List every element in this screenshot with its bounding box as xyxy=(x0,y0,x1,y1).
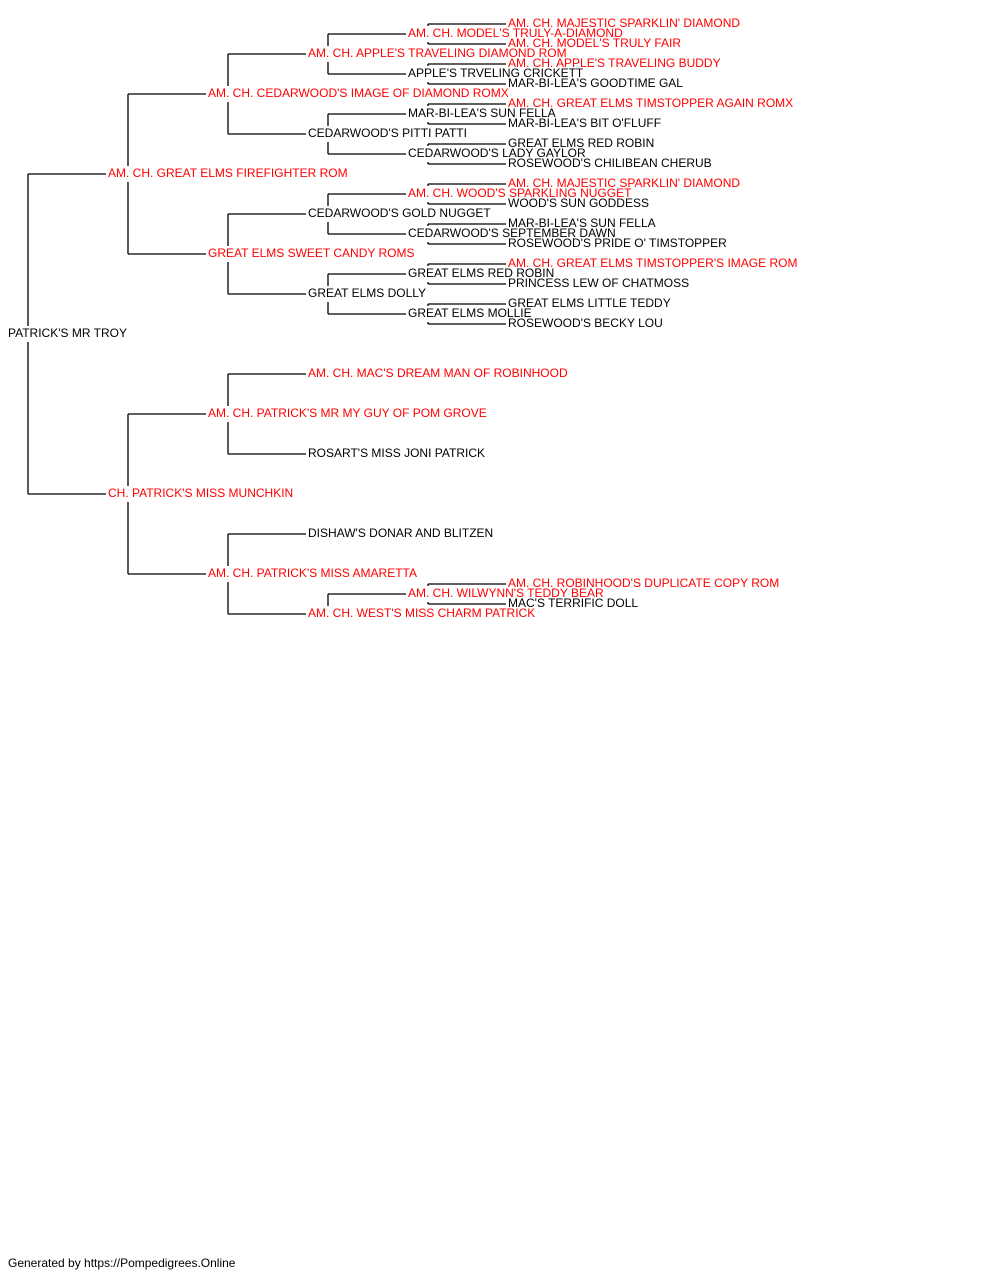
ancestor-name-gen5: AM. CH. GREAT ELMS TIMSTOPPER'S IMAGE RO… xyxy=(508,256,797,270)
ancestor-name-gen5: MAR-BI-LEA'S BIT O'FLUFF xyxy=(508,116,661,130)
ancestor-name-gen3: AM. CH. WEST'S MISS CHARM PATRICK xyxy=(308,606,535,620)
ancestor-name-gen2: GREAT ELMS SWEET CANDY ROMS xyxy=(208,246,414,260)
subject-name: PATRICK'S MR TROY xyxy=(8,326,127,340)
pedigree-names: PATRICK'S MR TROY AM. CH. GREAT ELMS FIRE… xyxy=(8,16,797,620)
ancestor-name-gen4: AM. CH. WILWYNN'S TEDDY BEAR xyxy=(408,586,604,600)
ancestor-name-gen4: CEDARWOOD'S SEPTEMBER DAWN xyxy=(408,226,616,240)
ancestor-name-gen1: CH. PATRICK'S MISS MUNCHKIN xyxy=(108,486,293,500)
ancestor-name-gen5: ROSEWOOD'S BECKY LOU xyxy=(508,316,663,330)
ancestor-name-gen3: CEDARWOOD'S PITTI PATTI xyxy=(308,126,467,140)
ancestor-name-gen2: AM. CH. PATRICK'S MISS AMARETTA xyxy=(208,566,417,580)
ancestor-name-gen5: MAR-BI-LEA'S GOODTIME GAL xyxy=(508,76,683,90)
ancestor-name-gen4: CEDARWOOD'S LADY GAYLOR xyxy=(408,146,586,160)
ancestor-name-gen5: WOOD'S SUN GODDESS xyxy=(508,196,649,210)
ancestor-name-gen3: AM. CH. APPLE'S TRAVELING DIAMOND ROM xyxy=(308,46,567,60)
ancestor-name-gen3: GREAT ELMS DOLLY xyxy=(308,286,426,300)
ancestor-name-gen5: MAR-BI-LEA'S SUN FELLA xyxy=(508,216,656,230)
ancestor-name-gen4: AM. CH. MODEL'S TRULY-A-DIAMOND xyxy=(408,26,623,40)
ancestor-name-gen2: AM. CH. CEDARWOOD'S IMAGE OF DIAMOND ROM… xyxy=(208,86,509,100)
ancestor-name-gen5: AM. CH. APPLE'S TRAVELING BUDDY xyxy=(508,56,721,70)
ancestor-name-gen4: GREAT ELMS MOLLIE xyxy=(408,306,532,320)
ancestor-name-gen4: APPLE'S TRVELING CRICKETT xyxy=(408,66,584,80)
ancestor-name-gen5: AM. CH. MAJESTIC SPARKLIN' DIAMOND xyxy=(508,176,740,190)
ancestor-name-gen5: GREAT ELMS RED ROBIN xyxy=(508,136,654,150)
ancestor-name-gen5: AM. CH. GREAT ELMS TIMSTOPPER AGAIN ROMX xyxy=(508,96,793,110)
ancestor-name-gen5: MAC'S TERRIFIC DOLL xyxy=(508,596,638,610)
ancestor-name-gen4: AM. CH. WOOD'S SPARKLING NUGGET xyxy=(408,186,632,200)
ancestor-name-gen3: AM. CH. MAC'S DREAM MAN OF ROBINHOOD xyxy=(308,366,568,380)
ancestor-name-gen5: AM. CH. ROBINHOOD'S DUPLICATE COPY ROM xyxy=(508,576,779,590)
footer-credit: Generated by https://Pompedigrees.Online xyxy=(8,1256,236,1270)
ancestor-name-gen3: ROSART'S MISS JONI PATRICK xyxy=(308,446,485,460)
ancestor-name-gen4: MAR-BI-LEA'S SUN FELLA xyxy=(408,106,556,120)
ancestor-name-gen5: GREAT ELMS LITTLE TEDDY xyxy=(508,296,671,310)
pedigree-connector-lines xyxy=(27,23,506,615)
ancestor-name-gen5: PRINCESS LEW OF CHATMOSS xyxy=(508,276,689,290)
ancestor-name-gen1: AM. CH. GREAT ELMS FIREFIGHTER ROM xyxy=(108,166,348,180)
ancestor-name-gen5: ROSEWOOD'S CHILIBEAN CHERUB xyxy=(508,156,712,170)
ancestor-name-gen3: CEDARWOOD'S GOLD NUGGET xyxy=(308,206,491,220)
ancestor-name-gen5: ROSEWOOD'S PRIDE O' TIMSTOPPER xyxy=(508,236,727,250)
ancestor-name-gen5: AM. CH. MODEL'S TRULY FAIR xyxy=(508,36,681,50)
ancestor-name-gen2: AM. CH. PATRICK'S MR MY GUY OF POM GROVE xyxy=(208,406,487,420)
ancestor-name-gen5: AM. CH. MAJESTIC SPARKLIN' DIAMOND xyxy=(508,16,740,30)
ancestor-name-gen3: DISHAW'S DONAR AND BLITZEN xyxy=(308,526,493,540)
ancestor-name-gen4: GREAT ELMS RED ROBIN xyxy=(408,266,554,280)
